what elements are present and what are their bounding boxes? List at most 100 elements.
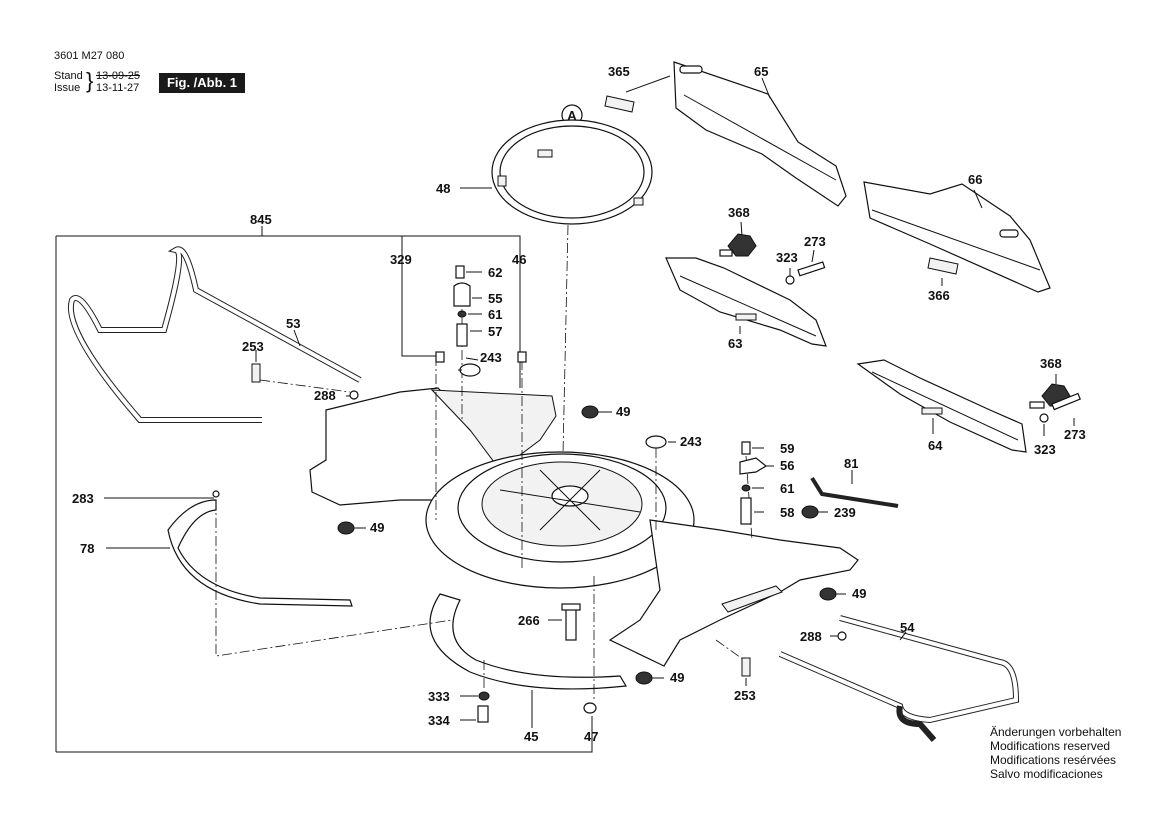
ring-48-tab-2 [497, 175, 507, 187]
label-243b: 243 [680, 434, 702, 449]
screw-273a [797, 261, 826, 277]
label-266: 266 [518, 613, 540, 628]
clip-47 [583, 702, 597, 714]
label-45: 45 [524, 729, 538, 744]
label-368a: 368 [728, 205, 750, 220]
label-323a: 323 [776, 250, 798, 265]
screw-283 [212, 490, 220, 498]
label-66: 66 [968, 172, 982, 187]
label-57: 57 [488, 324, 502, 339]
bolt-58 [740, 497, 752, 525]
fence-64-scale [871, 371, 1019, 441]
segment-45 [429, 593, 627, 690]
label-62: 62 [488, 265, 502, 280]
screw-329 [435, 351, 445, 363]
fence-63 [665, 257, 827, 347]
dash-253b [715, 639, 745, 661]
brace-glyph: } [86, 68, 94, 93]
leader-65 [761, 77, 771, 99]
ring-61a [457, 310, 467, 318]
pad-253b [741, 657, 751, 677]
fence-65-slot [679, 65, 703, 74]
label-283: 283 [72, 491, 94, 506]
screw-273b [1051, 392, 1081, 411]
frame-845-top [56, 235, 521, 388]
label-49d: 49 [670, 670, 684, 685]
table-spoke-3 [539, 469, 601, 531]
dash-scale [215, 500, 453, 657]
label-55: 55 [488, 291, 502, 306]
label-239: 239 [834, 505, 856, 520]
label-333: 333 [428, 689, 450, 704]
label-61a: 61 [488, 307, 502, 322]
frame-845-bottom [56, 716, 593, 753]
label-63: 63 [728, 336, 742, 351]
leader-273a [811, 249, 815, 263]
fence-66-scale [871, 209, 1041, 271]
nut-49c [819, 587, 837, 601]
detail-marker-label: A [567, 108, 577, 123]
ring-48-inner [499, 125, 645, 219]
label-329: 329 [390, 252, 412, 267]
scale-78 [167, 499, 353, 607]
label-273b: 273 [1064, 427, 1086, 442]
leader-53 [293, 329, 301, 347]
table-spoke-1 [499, 489, 641, 513]
label-61b: 61 [780, 481, 794, 496]
leader-329 [401, 236, 440, 357]
dash-253 [259, 379, 351, 393]
knob-368b-stem [1029, 401, 1045, 409]
insert-365 [604, 95, 635, 113]
hex-key-81 [810, 476, 899, 508]
fence-63-scale [679, 275, 817, 337]
label-54: 54 [900, 620, 915, 635]
ring-61b [741, 484, 751, 492]
base-arm-rear [430, 389, 557, 471]
fence-65 [673, 61, 847, 207]
note-fr: Modifications resérvées [990, 753, 1117, 767]
issue-date: 13-11-27 [96, 82, 140, 94]
disc-243a [459, 363, 481, 377]
knob-368a [727, 233, 757, 257]
label-288a: 288 [314, 388, 336, 403]
lever-56 [739, 457, 768, 475]
issue-label: Issue [54, 82, 81, 94]
leader-54 [899, 631, 907, 641]
leader-365 [625, 75, 671, 93]
screw-288a [349, 390, 359, 400]
label-47: 47 [584, 729, 598, 744]
bolt-57 [456, 323, 468, 347]
leader-243a [465, 357, 479, 361]
label-243a: 243 [480, 350, 502, 365]
disc-243b [645, 435, 667, 449]
handle-54-end [896, 705, 937, 742]
washer-323a [785, 275, 795, 285]
label-64: 64 [928, 438, 943, 453]
leader-66 [973, 189, 983, 209]
washer-323b [1039, 413, 1049, 423]
fence-66 [863, 181, 1051, 293]
nut-49d [635, 671, 653, 685]
bolt-266 [565, 605, 577, 641]
label-48: 48 [436, 181, 450, 196]
ring-48-tab [537, 149, 553, 158]
stand-label: Stand [54, 70, 83, 82]
screw-62 [455, 265, 465, 279]
fence-63-slot [735, 313, 757, 321]
label-46: 46 [512, 252, 526, 267]
label-59: 59 [780, 441, 794, 456]
label-49b: 49 [370, 520, 384, 535]
fence-64-slot [921, 407, 943, 415]
label-56: 56 [780, 458, 794, 473]
label-845: 845 [250, 212, 272, 227]
fence-66-slot [999, 229, 1019, 238]
nut-49a [581, 405, 599, 419]
note-es: Salvo modificaciones [990, 767, 1103, 781]
screw-59 [741, 441, 751, 455]
leader-368a [740, 221, 743, 237]
knob-55 [453, 282, 471, 307]
label-53: 53 [286, 316, 300, 331]
ring-333 [478, 691, 490, 701]
